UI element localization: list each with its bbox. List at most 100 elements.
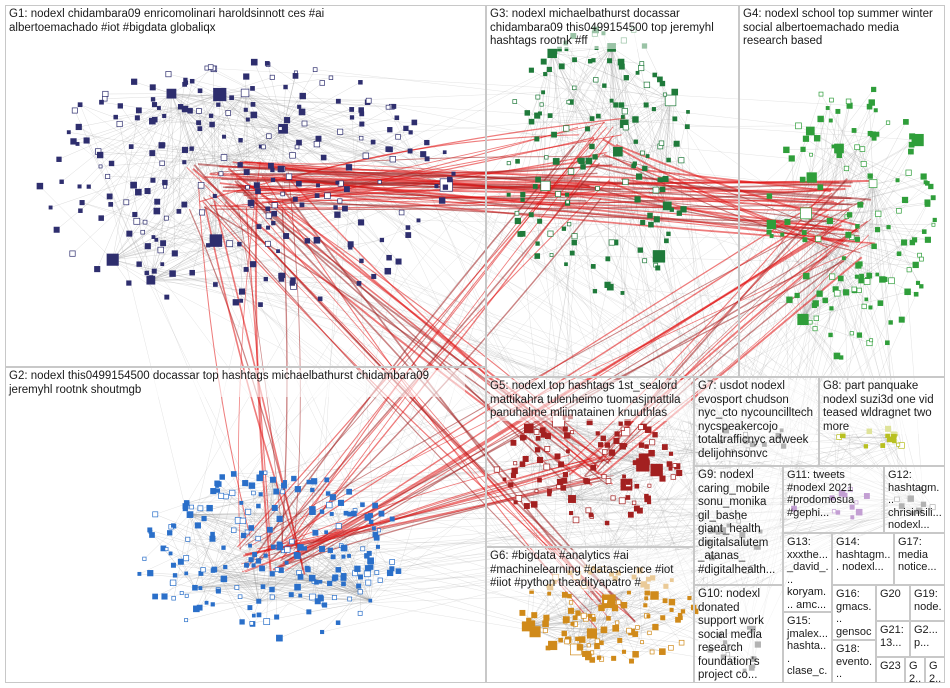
- node: [189, 146, 194, 151]
- node: [196, 108, 202, 114]
- edge: [575, 649, 653, 653]
- node: [229, 95, 234, 101]
- edge: [543, 61, 668, 207]
- node: [568, 600, 574, 605]
- edge: [180, 106, 294, 281]
- node: [108, 202, 114, 207]
- edge: [528, 428, 641, 511]
- node: [510, 472, 517, 479]
- node: [570, 430, 575, 435]
- node: [666, 231, 671, 237]
- edge: [570, 464, 643, 514]
- node: [238, 138, 243, 143]
- edge: [525, 458, 573, 500]
- edge: [120, 105, 217, 241]
- edge: [591, 633, 671, 648]
- edge: [838, 148, 922, 287]
- node: [909, 133, 916, 140]
- node: [328, 75, 334, 80]
- node: [659, 80, 666, 87]
- node: [644, 596, 649, 601]
- node: [644, 460, 650, 466]
- node: [243, 169, 250, 176]
- node: [649, 439, 656, 446]
- edge: [552, 53, 588, 129]
- edge: [258, 556, 334, 602]
- edge: [156, 128, 284, 212]
- edge: [253, 565, 259, 602]
- group-label-g9: G9: nodexl caring_mobile sonu_monika gil…: [698, 469, 780, 577]
- edge: [332, 328, 816, 558]
- edge: [181, 581, 314, 594]
- node: [620, 601, 628, 609]
- node: [652, 250, 666, 263]
- node: [280, 191, 285, 197]
- node: [873, 108, 878, 113]
- edge: [568, 47, 612, 103]
- edge: [189, 514, 239, 521]
- edge: [575, 600, 666, 650]
- edge: [571, 446, 647, 500]
- group-label-g15: G15: jmalex... hashta... clase_c... node…: [787, 615, 829, 682]
- node: [347, 596, 353, 602]
- strong-edge: [589, 163, 832, 193]
- node: [324, 530, 329, 535]
- edge: [323, 592, 629, 605]
- edge: [184, 149, 217, 241]
- node: [184, 571, 189, 576]
- node: [888, 277, 895, 285]
- node: [646, 614, 651, 619]
- node: [625, 495, 631, 500]
- edge: [508, 47, 612, 164]
- node: [269, 74, 275, 80]
- node: [271, 202, 278, 209]
- node: [851, 128, 857, 133]
- node: [364, 514, 372, 521]
- node: [341, 581, 346, 587]
- strong-edge: [240, 188, 613, 485]
- node: [212, 193, 217, 199]
- node: [585, 507, 592, 514]
- node: [230, 471, 237, 477]
- node: [678, 639, 685, 646]
- edge: [111, 106, 181, 164]
- node: [854, 274, 859, 279]
- node: [102, 96, 108, 102]
- edge: [144, 222, 630, 593]
- node: [357, 589, 363, 595]
- strong-edge: [269, 192, 833, 551]
- node: [398, 209, 405, 216]
- edge: [609, 60, 840, 438]
- node: [170, 562, 176, 568]
- edge: [223, 129, 390, 158]
- node: [580, 164, 586, 170]
- node: [664, 238, 669, 244]
- node: [365, 97, 372, 104]
- node: [150, 177, 156, 183]
- node: [879, 276, 886, 283]
- edge: [196, 569, 215, 609]
- node: [864, 297, 869, 302]
- node: [310, 478, 318, 485]
- node: [835, 108, 841, 114]
- node: [648, 221, 654, 228]
- edge: [283, 128, 374, 143]
- node: [508, 482, 514, 488]
- edge: [112, 106, 394, 260]
- node: [547, 591, 552, 596]
- edge: [859, 183, 874, 336]
- node: [906, 267, 912, 273]
- node: [569, 511, 574, 516]
- node: [623, 75, 629, 81]
- node: [565, 192, 570, 197]
- node: [243, 73, 250, 80]
- node: [238, 288, 246, 295]
- node: [920, 173, 927, 180]
- node: [539, 427, 546, 434]
- edge: [168, 73, 246, 94]
- edge: [839, 436, 895, 438]
- edge: [338, 101, 746, 435]
- group-label-g22: G2... p...: [914, 624, 942, 649]
- node: [644, 444, 649, 449]
- edge: [101, 157, 225, 219]
